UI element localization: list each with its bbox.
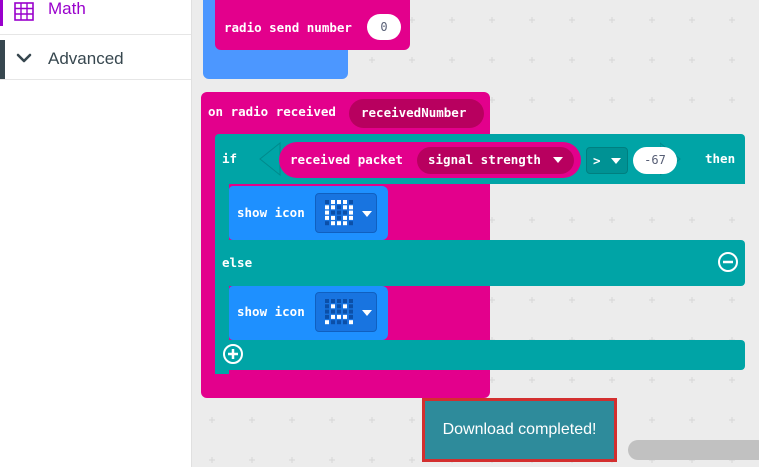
- then-label: then: [705, 151, 736, 166]
- else-label: else: [222, 255, 253, 270]
- category-color-bar: [0, 40, 5, 79]
- led-on: [349, 215, 353, 220]
- received-number-variable[interactable]: receivedNumber: [349, 99, 484, 128]
- operator-dropdown[interactable]: >: [586, 147, 628, 174]
- led-off: [331, 309, 335, 314]
- led-off: [349, 299, 353, 303]
- led-off: [337, 210, 341, 215]
- led-off: [349, 304, 353, 309]
- minus-circle-icon[interactable]: [717, 251, 739, 273]
- show-icon-block[interactable]: show icon: [229, 186, 388, 240]
- led-on: [343, 215, 347, 220]
- horizontal-scrollbar[interactable]: [628, 440, 759, 460]
- dropdown-value: signal strength: [428, 152, 541, 167]
- toast-message: Download completed!: [442, 421, 597, 438]
- block-label: received packet: [290, 152, 403, 167]
- led-on: [337, 200, 341, 204]
- icon-picker[interactable]: [315, 193, 377, 233]
- category-color-bar: [0, 0, 3, 26]
- led-on: [331, 221, 335, 226]
- block-label: on radio received: [208, 104, 336, 119]
- if-label: if: [222, 151, 238, 166]
- led-off: [325, 309, 329, 314]
- led-off: [337, 215, 341, 220]
- led-off: [337, 299, 341, 303]
- show-icon-block[interactable]: show icon: [229, 286, 388, 340]
- compare-number-input[interactable]: -67: [633, 147, 677, 174]
- led-off: [349, 200, 353, 204]
- toolbox-sidebar: Math Advanced: [0, 0, 192, 467]
- block-label: radio send number: [224, 20, 352, 35]
- number-input[interactable]: 0: [367, 14, 401, 40]
- led-on: [343, 205, 347, 210]
- led-off: [325, 221, 329, 226]
- led-on: [331, 314, 335, 319]
- led-off: [343, 210, 347, 215]
- grid-icon: [14, 2, 34, 21]
- led-on: [343, 200, 347, 204]
- led-on: [331, 200, 335, 204]
- led-on: [325, 210, 329, 215]
- led-off: [343, 309, 347, 314]
- dropdown-arrow-icon: [362, 310, 372, 316]
- radio-send-number-block[interactable]: radio send number 0: [215, 0, 410, 50]
- category-advanced[interactable]: Advanced: [0, 40, 191, 80]
- led-on: [343, 304, 347, 309]
- block-label: show icon: [237, 205, 305, 220]
- category-label: Advanced: [48, 49, 124, 68]
- led-on: [337, 221, 341, 226]
- chevron-down-icon: [16, 53, 32, 63]
- led-off: [325, 304, 329, 309]
- led-on: [331, 215, 335, 220]
- led-on: [325, 205, 329, 210]
- operator-value: >: [593, 153, 601, 168]
- led-off: [337, 205, 341, 210]
- led-on: [331, 304, 335, 309]
- led-off: [325, 299, 329, 303]
- led-on: [325, 215, 329, 220]
- led-off: [343, 299, 347, 303]
- block-label: show icon: [237, 304, 305, 319]
- led-off: [337, 320, 341, 325]
- led-off: [349, 309, 353, 314]
- icon-picker[interactable]: [315, 292, 377, 332]
- led-off: [331, 210, 335, 215]
- led-off: [331, 320, 335, 325]
- led-grid-icon: [325, 299, 353, 325]
- category-label: Math: [48, 0, 86, 18]
- led-on: [331, 205, 335, 210]
- download-toast: Download completed!: [422, 398, 617, 462]
- dropdown-arrow-icon: [362, 211, 372, 217]
- dropdown-arrow-icon: [553, 157, 563, 163]
- led-off: [349, 314, 353, 319]
- led-on: [349, 205, 353, 210]
- dropdown-arrow-icon: [611, 158, 621, 164]
- led-off: [331, 299, 335, 303]
- led-on: [349, 210, 353, 215]
- led-on: [349, 320, 353, 325]
- led-on: [343, 221, 347, 226]
- led-grid-icon: [325, 200, 353, 226]
- else-row: else: [215, 240, 745, 286]
- led-off: [337, 304, 341, 309]
- led-off: [325, 200, 329, 204]
- led-off: [343, 320, 347, 325]
- variable-label: receivedNumber: [361, 105, 467, 120]
- led-on: [337, 314, 341, 319]
- category-math[interactable]: Math: [0, 0, 191, 35]
- led-off: [337, 309, 341, 314]
- led-on: [325, 320, 329, 325]
- led-off: [349, 221, 353, 226]
- plus-circle-icon[interactable]: [222, 343, 244, 365]
- if-block-end: [215, 340, 745, 370]
- led-off: [325, 314, 329, 319]
- signal-strength-dropdown[interactable]: signal strength: [417, 147, 574, 174]
- led-on: [343, 314, 347, 319]
